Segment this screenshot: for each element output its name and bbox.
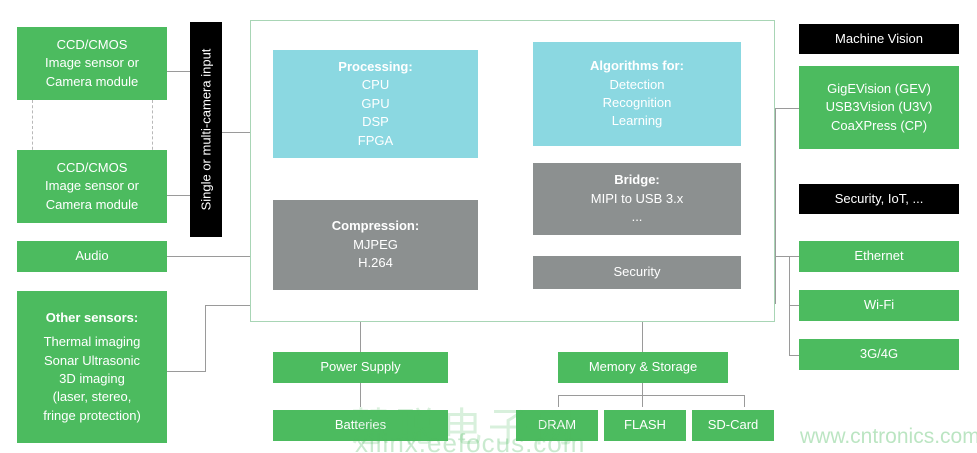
dashed-connector-left — [32, 100, 33, 155]
other-sensors-line2: Sonar Ultrasonic — [43, 352, 141, 368]
connector-sensor1-to-input — [165, 71, 195, 72]
connector-memory-to-flash — [642, 382, 643, 407]
sdcard-block[interactable]: SD-Card — [692, 410, 774, 441]
other-sensors-block[interactable]: Other sensors: Thermal imaging Sonar Ult… — [17, 291, 167, 443]
wifi-label: Wi-Fi — [863, 297, 895, 313]
algorithms-item-learning: Learning — [611, 113, 663, 129]
algorithms-block[interactable]: Algorithms for: Detection Recognition Le… — [533, 42, 741, 146]
connector-core-to-mv — [775, 108, 799, 109]
compression-item-mjpeg: MJPEG — [353, 236, 398, 252]
bridge-item-mipi: MIPI to USB 3.x — [590, 190, 684, 206]
other-sensors-line3: 3D imaging — [59, 371, 125, 386]
sensor-block-2-line2: Image sensor or — [45, 178, 139, 194]
processing-item-gpu: GPU — [361, 95, 390, 111]
connector-core-to-memory — [642, 322, 643, 352]
other-sensors-line1: Thermal imaging — [43, 334, 141, 350]
batteries-label: Batteries — [334, 417, 387, 433]
connector-core-to-power — [360, 322, 361, 352]
connector-othersensors-h2 — [205, 305, 252, 306]
connector-power-to-batteries — [360, 382, 361, 407]
security-iot-header: Security, IoT, ... — [799, 184, 959, 214]
cellular-block[interactable]: 3G/4G — [799, 339, 959, 370]
audio-block[interactable]: Audio — [17, 241, 167, 272]
connector-net-3g4g — [789, 355, 799, 356]
protocol-usb3vision: USB3Vision (U3V) — [825, 99, 933, 115]
bridge-title: Bridge: — [614, 172, 660, 188]
compression-item-h264: H.264 — [358, 255, 393, 271]
security-block[interactable]: Security — [533, 256, 741, 289]
memory-storage-block[interactable]: Memory & Storage — [558, 352, 728, 383]
audio-label: Audio — [75, 248, 109, 264]
algorithms-title: Algorithms for: — [590, 58, 684, 74]
dram-label: DRAM — [537, 417, 577, 433]
compression-title: Compression: — [331, 218, 420, 234]
machine-vision-protocols-block[interactable]: GigEVision (GEV) USB3Vision (U3V) CoaXPr… — [799, 66, 959, 149]
bridge-block[interactable]: Bridge: MIPI to USB 3.x ... — [533, 163, 741, 235]
cellular-label: 3G/4G — [859, 346, 899, 362]
batteries-block[interactable]: Batteries — [273, 410, 448, 441]
connector-net-wifi — [789, 305, 799, 306]
sdcard-label: SD-Card — [707, 417, 759, 433]
ethernet-block[interactable]: Ethernet — [799, 241, 959, 272]
protocol-gigevision: GigEVision (GEV) — [827, 80, 931, 96]
processing-item-fpga: FPGA — [357, 132, 394, 148]
connector-bus-to-sdcard — [744, 395, 745, 407]
connector-othersensors-h1 — [165, 371, 205, 372]
sensor-block-1[interactable]: CCD/CMOS Image sensor or Camera module — [17, 27, 167, 100]
protocol-coaxpress: CoaXPress (CP) — [830, 117, 928, 133]
compression-block[interactable]: Compression: MJPEG H.264 — [273, 200, 478, 290]
connector-othersensors-v — [205, 305, 206, 372]
sensor-block-2-line1: CCD/CMOS — [56, 159, 128, 175]
machine-vision-header-label: Machine Vision — [835, 30, 923, 46]
sensor-block-1-line2: Image sensor or — [45, 55, 139, 71]
wifi-block[interactable]: Wi-Fi — [799, 290, 959, 321]
ethernet-label: Ethernet — [854, 248, 904, 264]
sensor-block-2[interactable]: CCD/CMOS Image sensor or Camera module — [17, 150, 167, 223]
connector-input-to-core — [222, 132, 252, 133]
bridge-item-ellipsis: ... — [631, 209, 643, 225]
connector-bus-to-dram — [558, 395, 559, 407]
connector-memory-bus — [558, 395, 744, 396]
memory-storage-label: Memory & Storage — [588, 359, 698, 375]
dram-block[interactable]: DRAM — [516, 410, 598, 441]
algorithms-item-recognition: Recognition — [602, 95, 672, 110]
flash-label: FLASH — [624, 417, 666, 433]
connector-core-right-v — [775, 108, 776, 304]
sensor-block-2-line3: Camera module — [45, 196, 139, 212]
machine-vision-header: Machine Vision — [799, 24, 959, 54]
other-sensors-line4: (laser, stereo, — [52, 389, 132, 405]
other-sensors-line5: fringe protection) — [43, 407, 141, 423]
watermark-site: www.cntronics.com — [800, 425, 977, 448]
power-supply-block[interactable]: Power Supply — [273, 352, 448, 383]
processing-item-cpu: CPU — [361, 77, 390, 93]
flash-block[interactable]: FLASH — [604, 410, 686, 441]
connector-net-ethernet — [775, 256, 799, 257]
other-sensors-title: Other sensors: — [45, 309, 139, 325]
camera-input-label-text: Single or multi-camera input — [198, 48, 214, 211]
sensor-block-1-line1: CCD/CMOS — [56, 36, 128, 52]
sensor-block-1-line3: Camera module — [45, 73, 139, 89]
processing-title: Processing: — [338, 58, 413, 74]
dashed-connector-right — [152, 100, 153, 155]
power-supply-label: Power Supply — [320, 359, 401, 375]
security-iot-header-label: Security, IoT, ... — [834, 190, 924, 206]
connector-sensor2-to-input — [165, 195, 195, 196]
connector-audio-h — [165, 256, 252, 257]
processing-block[interactable]: Processing: CPU GPU DSP FPGA — [273, 50, 478, 158]
camera-input-label: Single or multi-camera input — [190, 22, 222, 237]
security-label: Security — [613, 264, 661, 280]
algorithms-item-detection: Detection — [609, 76, 665, 92]
processing-item-dsp: DSP — [362, 114, 389, 130]
